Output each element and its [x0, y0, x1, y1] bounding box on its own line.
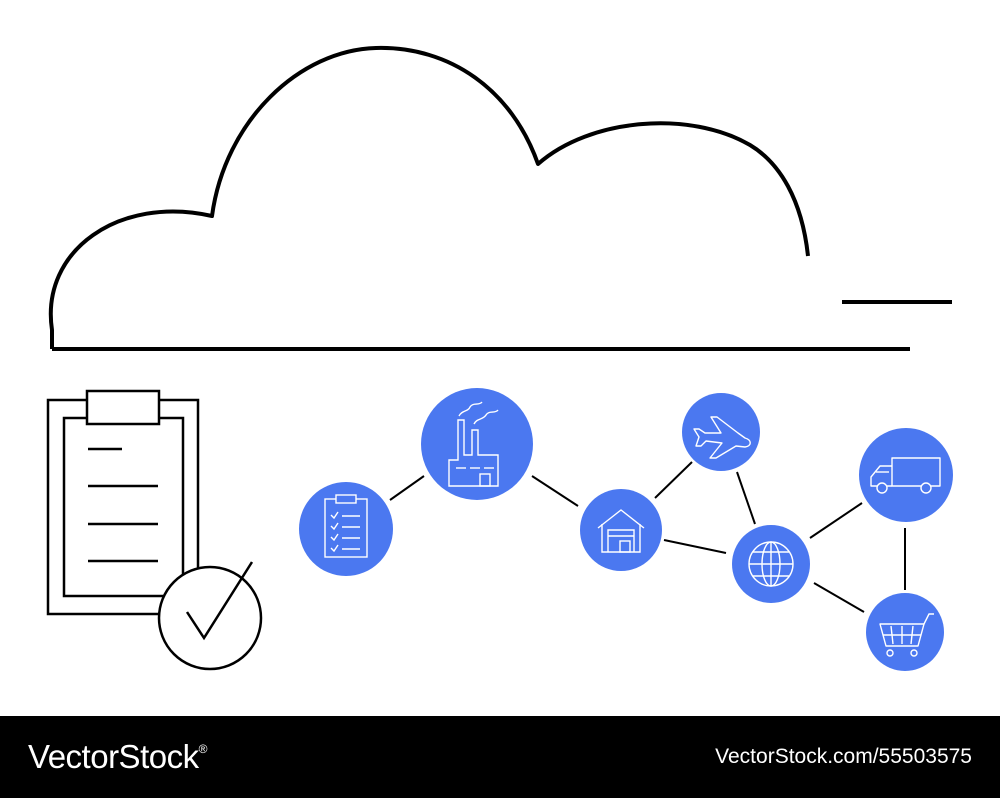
checklist-icon	[324, 494, 368, 558]
checklist-node	[299, 482, 393, 576]
brand-logo: VectorStock®	[28, 738, 207, 776]
airplane-icon	[693, 416, 751, 459]
globe-node	[732, 525, 810, 603]
image-id-label: VectorStock.com/55503575	[715, 745, 972, 768]
warehouse-node	[580, 489, 662, 571]
approval-check-icon	[157, 561, 263, 671]
supply-chain-illustration	[46, 45, 953, 671]
airplane-node	[682, 393, 760, 471]
shopping-cart-icon	[879, 613, 934, 657]
brand-name: VectorStock	[28, 738, 199, 775]
stock-watermark-bar: VectorStock® VectorStock.com/55503575	[0, 716, 1000, 798]
warehouse-icon	[597, 509, 645, 553]
cloud-outline	[48, 45, 952, 351]
shopping-cart-node	[866, 593, 944, 671]
network-connectors	[389, 461, 906, 613]
trademark-mark: ®	[198, 742, 208, 756]
clipboard-icon	[46, 389, 200, 616]
truck-node	[859, 428, 953, 522]
truck-icon	[870, 457, 941, 494]
factory-node	[421, 388, 533, 500]
factory-icon	[448, 401, 499, 487]
globe-icon	[748, 541, 794, 587]
